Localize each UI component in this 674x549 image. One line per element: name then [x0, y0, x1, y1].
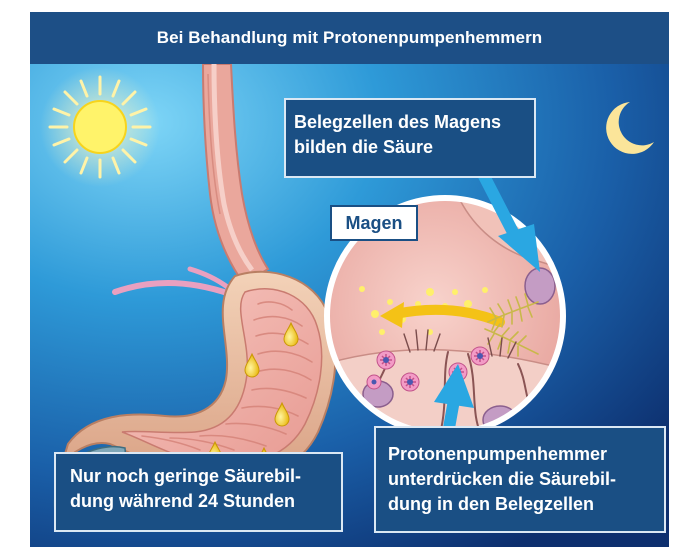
- callout-line: dung in den Belegzellen: [388, 492, 652, 517]
- illustration-panel: Bei Behandlung mit Protonenpumpenhemmern: [30, 12, 669, 547]
- callout-reduced-acid: Nur noch geringe Säurebil- dung während …: [54, 452, 343, 532]
- callout-ppi-effect: Protonenpumpenhemmer unterdrücken die Sä…: [374, 426, 666, 533]
- callout-parietal-cells: Belegzellen des Magens bilden die Säure: [284, 98, 536, 178]
- page-title: Bei Behandlung mit Protonenpumpenhemmern: [30, 12, 669, 64]
- sun-icon: [40, 67, 160, 187]
- callout-line: dung während 24 Stunden: [70, 489, 327, 514]
- callout-line: unterdrücken die Säurebil-: [388, 467, 652, 492]
- callout-line: Protonenpumpenhemmer: [388, 442, 652, 467]
- callout-line: Nur noch geringe Säurebil-: [70, 464, 327, 489]
- magen-label: Magen: [330, 205, 418, 241]
- callout-line: Belegzellen des Magens: [294, 110, 526, 135]
- callout-line: bilden die Säure: [294, 135, 526, 160]
